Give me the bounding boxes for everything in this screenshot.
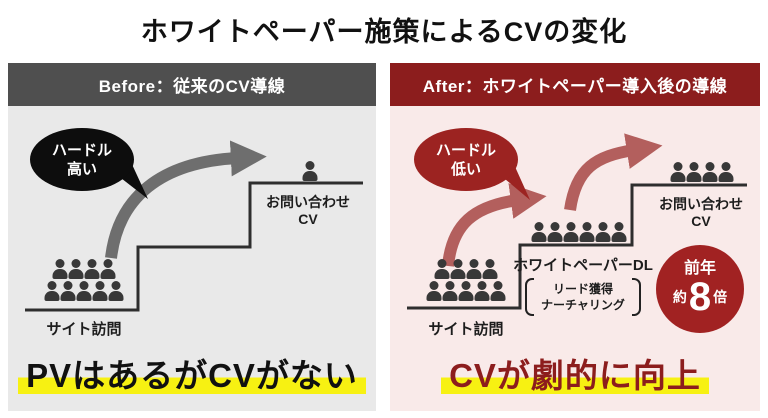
before-site-visit-crowd <box>38 259 130 302</box>
before-cv-label-line1: お問い合わせ <box>266 194 350 210</box>
person-icon <box>703 162 718 183</box>
person-icon <box>491 281 506 302</box>
person-icon <box>580 222 595 243</box>
person-icon <box>77 281 92 302</box>
after-step2-arrow-icon <box>564 133 663 211</box>
person-icon <box>467 259 482 280</box>
after-panel: After：ホワイトペーパー導入後の導線 ハードル 低い サイト訪問 <box>390 63 760 411</box>
after-staircase-line <box>407 183 747 310</box>
page-title: ホワイトペーパー施策によるCVの変化 <box>140 17 628 47</box>
before-jump-arrow-icon <box>105 140 267 259</box>
before-cv-person <box>295 161 325 182</box>
bubble-text-line2: 低い <box>450 160 481 178</box>
person-icon <box>483 259 498 280</box>
after-site-visit-crowd <box>420 259 512 302</box>
right-bracket-icon <box>631 278 641 316</box>
before-cv-label-line2: CV <box>298 211 318 227</box>
whitepaper-dl-label: ホワイトペーパーDL <box>513 257 653 274</box>
person-row <box>435 259 498 280</box>
person-icon <box>596 222 611 243</box>
person-icon <box>443 281 458 302</box>
bubble-text-line2: 高い <box>66 160 97 178</box>
whitepaper-note: リード獲得 ナーチャリング <box>523 278 643 316</box>
before-staircase-line <box>25 181 363 312</box>
before-catchphrase-text: PVはあるがCVがない <box>18 357 366 394</box>
person-icon <box>101 259 116 280</box>
before-site-visit-label: サイト訪問 <box>46 321 122 338</box>
person-row <box>45 281 124 302</box>
person-icon <box>475 281 490 302</box>
person-row <box>671 162 734 183</box>
person-icon <box>564 222 579 243</box>
before-catchphrase: PVはあるがCVがない <box>8 349 376 397</box>
after-hurdle-bubble: ハードル 低い <box>414 128 518 191</box>
before-cv-label: お問い合わせ CV <box>253 194 363 228</box>
bubble-text-line1: ハードル <box>435 141 496 159</box>
yoy-badge-value: 8 <box>688 275 712 319</box>
yoy-badge-line1: 前年 <box>683 260 716 277</box>
after-site-visit-label: サイト訪問 <box>428 321 504 338</box>
person-row <box>532 222 627 243</box>
left-bracket-icon <box>525 278 535 316</box>
whitepaper-dl-crowd <box>524 222 634 243</box>
yoy-badge: 前年 約 8 倍 <box>656 245 744 333</box>
after-cv-label-line2: CV <box>691 213 711 229</box>
after-catchphrase-text: CVが劇的に向上 <box>441 357 709 394</box>
whitepaper-note-line2: ナーチャリング <box>541 298 625 312</box>
before-panel-body: ハードル 高い サイト訪問 お問い合わせ CV PVはあるがCVがない <box>8 106 376 411</box>
whitepaper-note-text: リード獲得 ナーチャリング <box>539 278 627 316</box>
person-icon <box>687 162 702 183</box>
person-icon <box>671 162 686 183</box>
person-icon <box>85 259 100 280</box>
person-icon <box>612 222 627 243</box>
person-row <box>53 259 116 280</box>
after-panel-body: ハードル 低い サイト訪問 ホワイトペーパーDL リード獲得 ナーチャリング お… <box>390 106 760 411</box>
whitepaper-note-line1: リード獲得 <box>552 282 613 296</box>
yoy-badge-suffix: 倍 <box>713 289 728 305</box>
after-panel-header: After：ホワイトペーパー導入後の導線 <box>390 63 760 106</box>
person-row <box>427 281 506 302</box>
person-icon <box>532 222 547 243</box>
person-icon <box>459 281 474 302</box>
person-icon <box>69 259 84 280</box>
person-icon <box>45 281 60 302</box>
before-panel-header: Before：従来のCV導線 <box>8 63 376 106</box>
before-hurdle-bubble: ハードル 高い <box>30 128 134 191</box>
before-panel: Before：従来のCV導線 ハードル 高い サイト訪問 お問い <box>8 63 376 411</box>
after-catchphrase: CVが劇的に向上 <box>390 349 760 397</box>
person-icon <box>109 281 124 302</box>
person-icon <box>435 259 450 280</box>
bubble-text-line1: ハードル <box>51 141 112 159</box>
person-icon <box>61 281 76 302</box>
person-icon <box>451 259 466 280</box>
person-icon <box>427 281 442 302</box>
person-icon <box>548 222 563 243</box>
person-icon <box>719 162 734 183</box>
after-cv-crowd <box>667 162 737 183</box>
yoy-badge-value-row: 約 8 倍 <box>673 276 727 318</box>
person-icon <box>303 161 318 182</box>
after-step1-arrow-icon <box>442 183 547 267</box>
after-cv-label: お問い合わせ CV <box>641 196 761 230</box>
person-icon <box>93 281 108 302</box>
after-cv-label-line1: お問い合わせ <box>659 196 743 212</box>
yoy-badge-prefix: 約 <box>672 289 687 305</box>
person-icon <box>53 259 68 280</box>
person-row <box>303 161 318 182</box>
